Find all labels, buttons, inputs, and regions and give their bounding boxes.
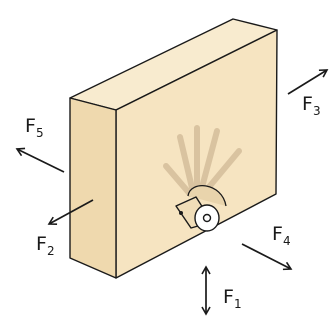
label-f3: F3 (302, 93, 321, 118)
box-side-face (69, 97, 117, 279)
lever-pin (179, 211, 183, 215)
box (69, 18, 278, 279)
hinge-mechanism (175, 185, 227, 232)
label-f1: F1 (223, 286, 242, 311)
arrow-f5 (15, 147, 65, 173)
label-f4: F4 (272, 223, 291, 248)
hinge-cutout (187, 185, 227, 207)
arrow-f2 (47, 199, 94, 225)
arrow-f4 (241, 243, 293, 271)
label-f5: F5 (25, 115, 44, 140)
wheel-hub (202, 213, 212, 223)
label-f2: F2 (36, 233, 55, 258)
arrow-f3 (287, 69, 329, 95)
motion-lines (163, 125, 242, 197)
force-arrows (15, 69, 329, 316)
